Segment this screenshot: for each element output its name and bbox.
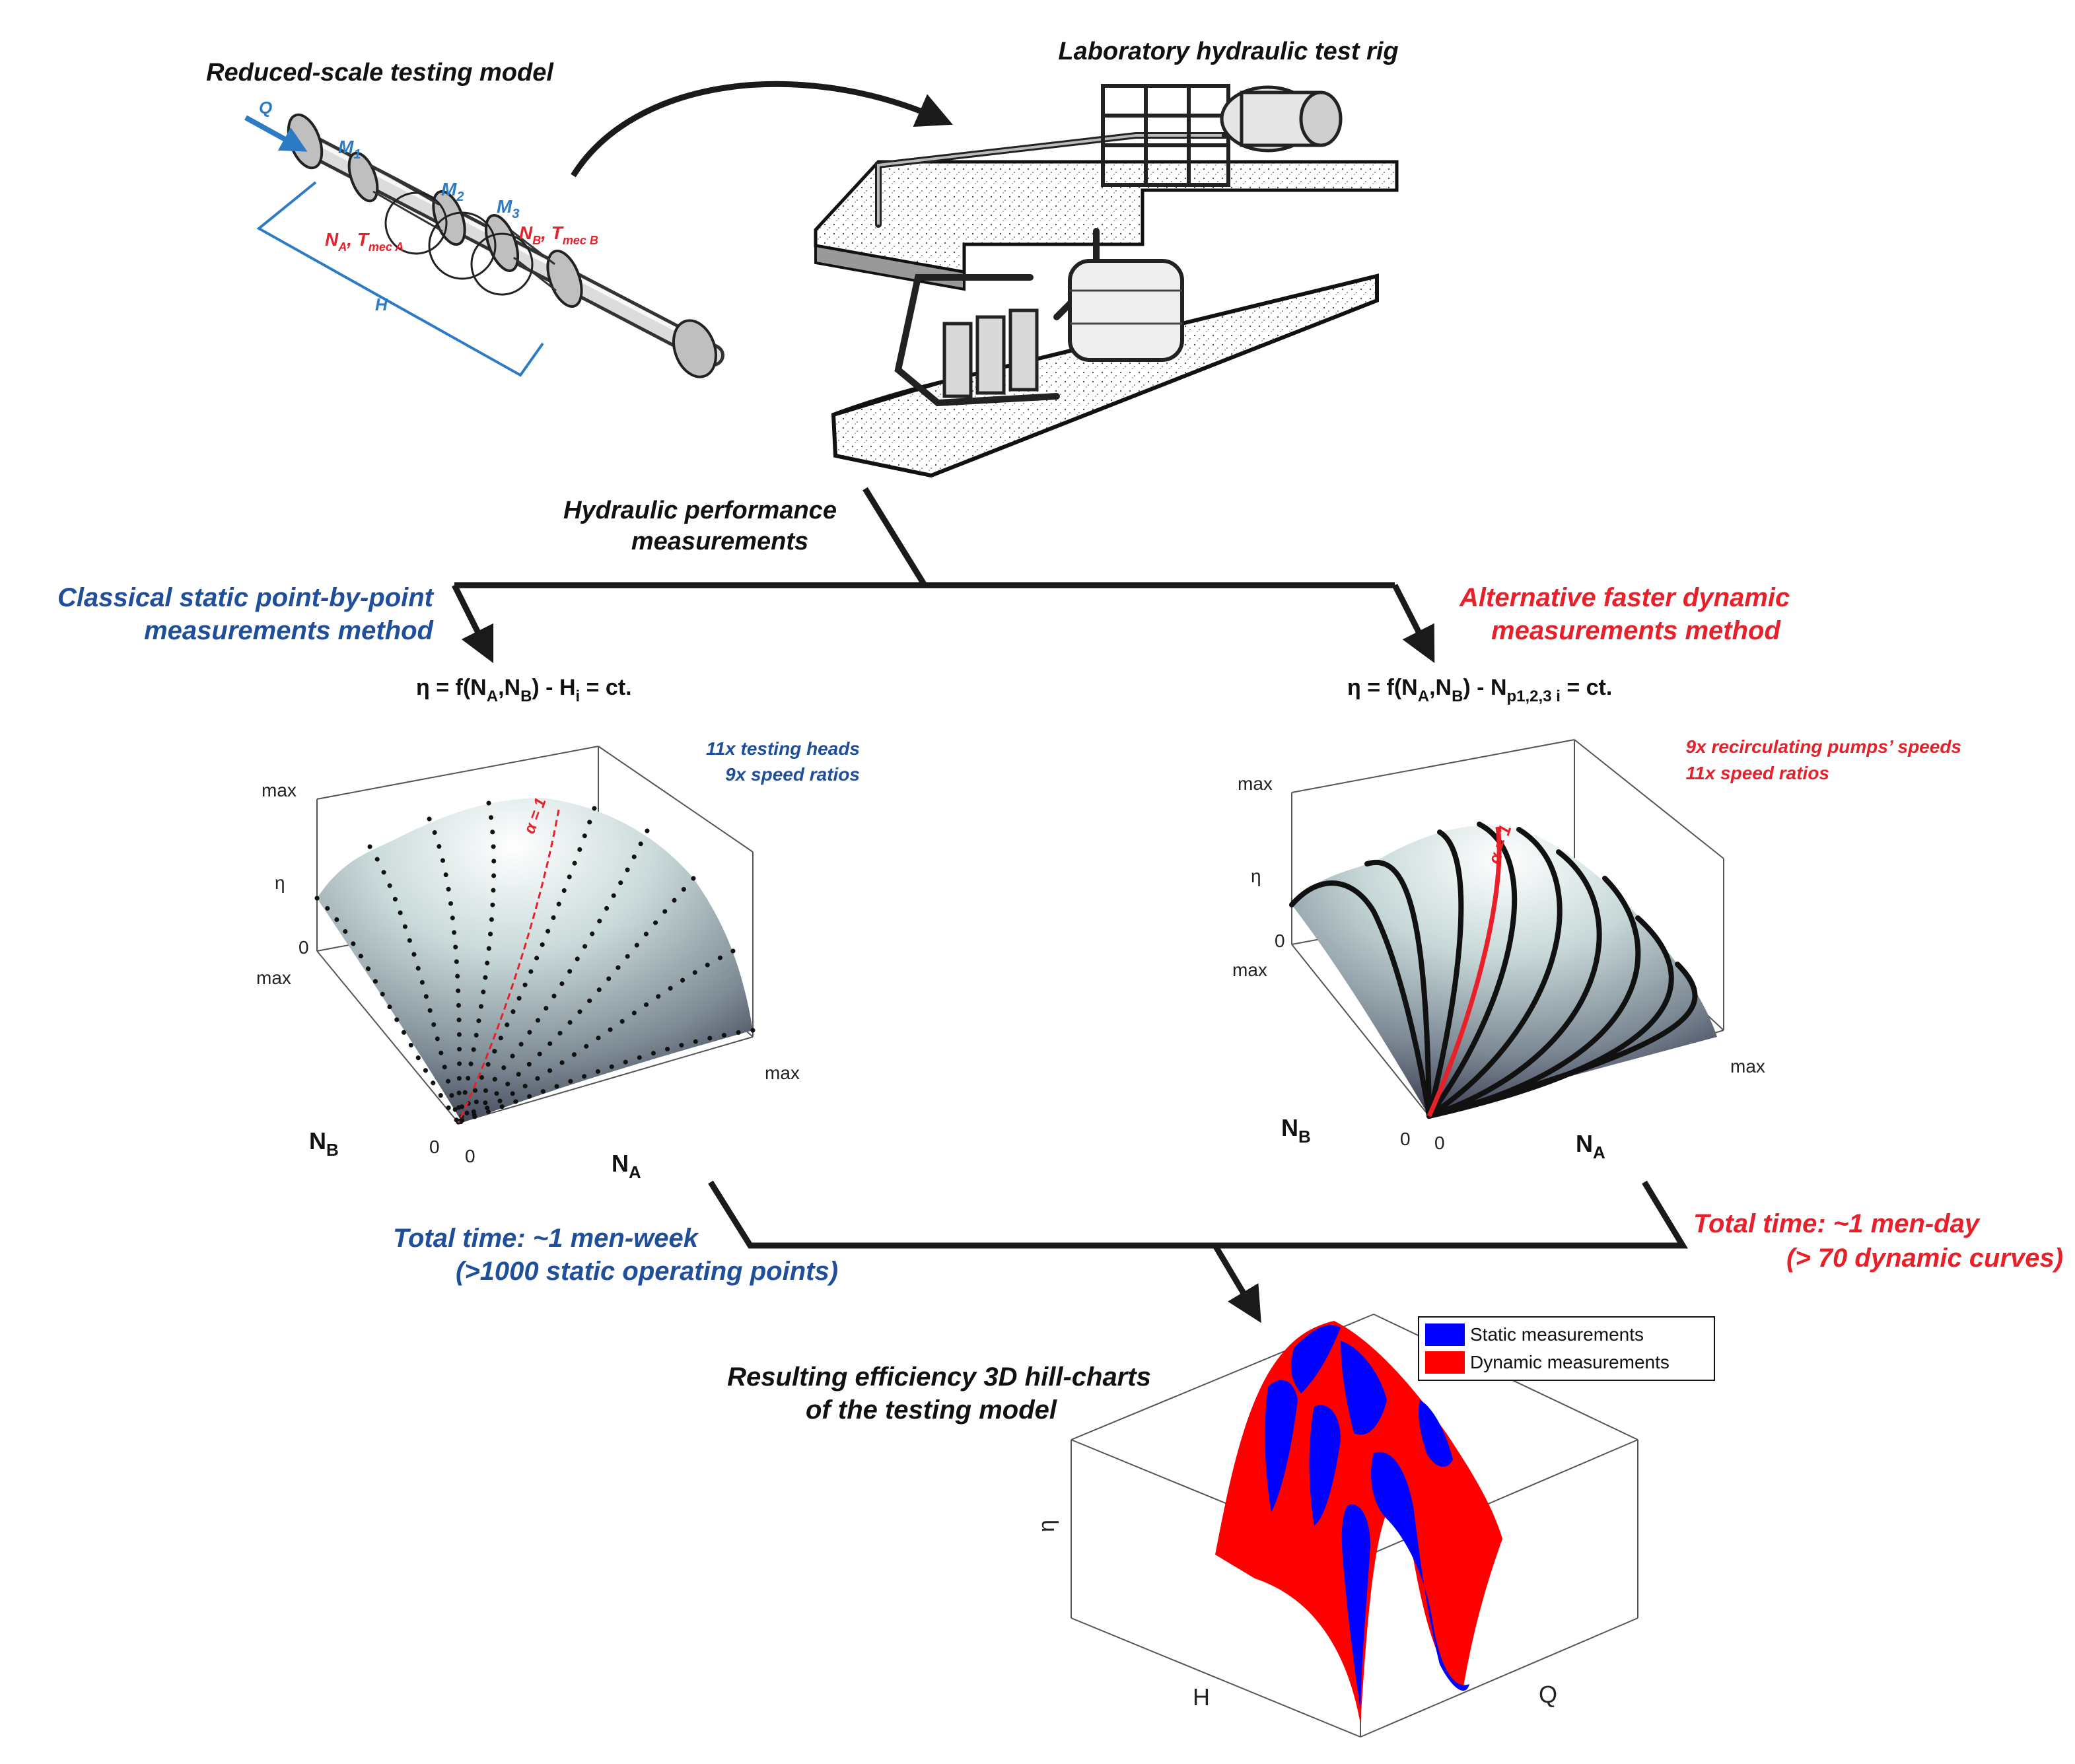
left-note-line1: 11x testing heads [706, 738, 860, 759]
right-tick-max-nb: max [1232, 960, 1267, 980]
right-title-line2: measurements method [1491, 616, 1781, 645]
right-eta-axis-label: η [1251, 866, 1261, 886]
model-m2-label: M2 [441, 179, 464, 204]
split-arrows [451, 487, 1435, 664]
perf-label-line2: measurements [631, 528, 808, 555]
legend-static-label: Static measurements [1470, 1324, 1644, 1345]
model-nb-tmecb-label: NB, Tmec B [519, 223, 598, 247]
left-tick-zero-nb: 0 [429, 1137, 440, 1157]
right-tick-max-na: max [1730, 1056, 1765, 1076]
left-eta-axis-label: η [275, 872, 285, 893]
left-nb-axis-label: NB [309, 1127, 339, 1160]
left-tick-zero-eta: 0 [299, 937, 309, 958]
right-na-axis-label: NA [1576, 1130, 1605, 1162]
test-rig-drawing [814, 84, 1399, 478]
right-tick-zero-eta: 0 [1275, 931, 1285, 951]
left-surface-plot [314, 746, 756, 1125]
result-label-line1: Resulting efficiency 3D hill-charts [727, 1362, 1151, 1392]
left-alpha-line [457, 809, 560, 1123]
right-note-line2: 11x speed ratios [1686, 763, 1829, 783]
hill-q-axis-label: Q [1539, 1681, 1557, 1708]
left-na-axis-label: NA [612, 1150, 641, 1182]
hill-eta-axis-label: η [1034, 1520, 1059, 1532]
right-time-line1: Total time: ~1 men-day [1693, 1209, 1981, 1238]
right-tick-max-eta: max [1238, 773, 1273, 794]
hill-chart-plot: Static measurements Dynamic measurements [1071, 1314, 1715, 1738]
right-title-line1: Alternative faster dynamic [1459, 583, 1790, 612]
hill-chart-legend: Static measurements Dynamic measurements [1418, 1316, 1715, 1381]
model-m3-label: M3 [497, 196, 519, 221]
right-tick-zero-nb: 0 [1400, 1129, 1411, 1149]
right-nb-axis-label: NB [1281, 1114, 1311, 1147]
model-label: Reduced-scale testing model [206, 59, 554, 87]
right-equation: η = f(NA,NB) - Np1,2,3 i = ct. [1347, 675, 1612, 705]
model-m1-label: M1 [338, 137, 361, 162]
model-q-label: Q [259, 98, 272, 118]
legend-dynamic-swatch [1425, 1351, 1465, 1374]
right-note-line1: 9x recirculating pumps’ speeds [1685, 736, 1961, 757]
right-time-line2: (> 70 dynamic curves) [1786, 1244, 2063, 1273]
left-time-line1: Total time: ~1 men-week [393, 1224, 699, 1253]
rig-label: Laboratory hydraulic test rig [1058, 38, 1398, 65]
legend-dynamic-label: Dynamic measurements [1470, 1352, 1670, 1372]
model-to-rig-arrow [571, 81, 953, 178]
model-drawing [244, 113, 724, 378]
left-title-line1: Classical static point-by-point [57, 583, 435, 612]
model-h-label: H [375, 295, 388, 314]
left-time-line2: (>1000 static operating points) [456, 1257, 838, 1286]
hill-h-axis-label: H [1193, 1683, 1210, 1711]
left-note-line2: 9x speed ratios [725, 764, 860, 785]
right-alpha-line [1426, 826, 1502, 1117]
result-label-line2: of the testing model [806, 1395, 1057, 1425]
perf-label-line1: Hydraulic performance [563, 497, 837, 524]
left-efficiency-surface [317, 798, 753, 1123]
right-tick-zero-na: 0 [1434, 1133, 1445, 1153]
left-title-line2: measurements method [144, 616, 434, 645]
model-na-tmeca-label: NA, Tmec A [325, 229, 404, 254]
left-tick-max-nb: max [256, 968, 291, 988]
right-surface-plot [1289, 739, 1724, 1119]
legend-static-swatch [1425, 1323, 1465, 1346]
left-tick-max-eta: max [262, 780, 297, 800]
merge-arrows [708, 1180, 1688, 1323]
left-tick-zero-na: 0 [465, 1146, 475, 1166]
left-tick-max-na: max [765, 1063, 800, 1083]
left-equation: η = f(NA,NB) - Hi = ct. [416, 675, 632, 705]
